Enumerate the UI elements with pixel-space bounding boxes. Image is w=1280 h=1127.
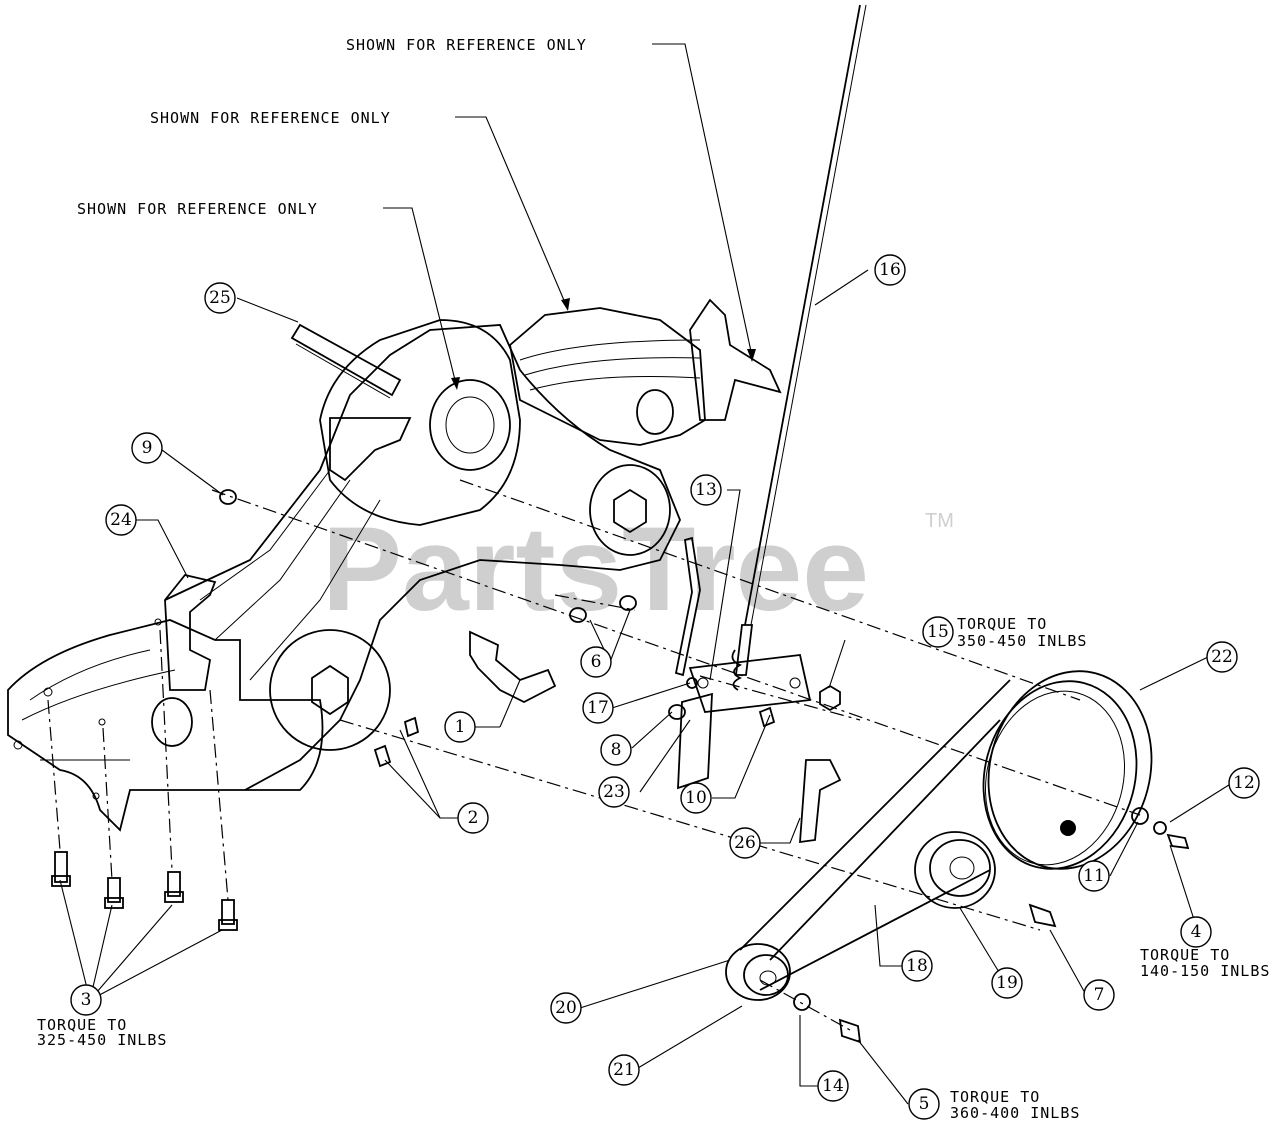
watermark-trademark: TM <box>925 510 954 532</box>
svg-text:15: 15 <box>927 622 949 642</box>
bracket-26 <box>799 759 842 844</box>
torque-note-5-line2: 360-400 INLBS <box>950 1104 1080 1122</box>
bracket-1 <box>469 630 557 704</box>
svg-text:2: 2 <box>468 808 479 828</box>
control-cable-16 <box>744 4 861 626</box>
screw-2b <box>373 744 392 768</box>
callout-3: 3 <box>70 984 102 1016</box>
callout-18: 18 <box>901 950 933 982</box>
nut-9 <box>219 489 237 505</box>
callout-14: 14 <box>817 1070 849 1102</box>
svg-text:16: 16 <box>879 260 901 280</box>
bolt-10 <box>758 706 776 728</box>
reference-note-2: SHOWN FOR REFERENCE ONLY <box>150 109 391 127</box>
reference-note-1: SHOWN FOR REFERENCE ONLY <box>346 36 587 54</box>
torque-note-3-line1: TORQUE TO <box>37 1016 127 1034</box>
rod-13 <box>674 536 701 677</box>
svg-text:24: 24 <box>110 510 132 530</box>
washer-14 <box>793 993 811 1011</box>
svg-text:18: 18 <box>906 956 928 976</box>
torque-note-4-line2: 140-150 INLBS <box>1140 962 1270 980</box>
callout-5: 5 <box>908 1088 940 1120</box>
torque-note-15-line2: 350-450 INLBS <box>957 632 1087 650</box>
svg-text:13: 13 <box>695 480 717 500</box>
pulley-20 <box>725 943 791 1001</box>
callout-20: 20 <box>550 992 582 1024</box>
reference-note-3: SHOWN FOR REFERENCE ONLY <box>77 200 318 218</box>
washer-17 <box>686 677 698 689</box>
svg-text:9: 9 <box>142 438 153 458</box>
svg-text:25: 25 <box>209 288 231 308</box>
screw-2a <box>403 716 420 738</box>
svg-text:12: 12 <box>1233 773 1255 793</box>
svg-text:20: 20 <box>555 998 577 1018</box>
bolt-4 <box>1166 833 1190 850</box>
callout-19: 19 <box>991 967 1023 999</box>
svg-text:10: 10 <box>685 788 707 808</box>
callout-24: 24 <box>105 504 137 536</box>
belt-18 <box>739 679 1011 991</box>
svg-text:21: 21 <box>613 1060 635 1080</box>
callout-2: 2 <box>457 802 489 834</box>
callout-9: 9 <box>131 432 163 464</box>
svg-text:26: 26 <box>734 833 756 853</box>
leader-lines <box>59 269 1233 1105</box>
svg-text:22: 22 <box>1211 647 1233 667</box>
callout-1: 1 <box>444 711 476 743</box>
svg-text:19: 19 <box>996 973 1018 993</box>
transmission-housing <box>7 298 782 832</box>
callout-6: 6 <box>580 646 612 678</box>
bolt-set-3 <box>51 851 238 931</box>
callout-25: 25 <box>204 282 236 314</box>
svg-text:6: 6 <box>591 652 602 672</box>
callout-13: 13 <box>690 474 722 506</box>
bolt-5 <box>838 1018 862 1044</box>
callout-16: 16 <box>874 254 906 286</box>
nut-8 <box>668 704 686 720</box>
svg-text:5: 5 <box>919 1094 930 1114</box>
svg-text:14: 14 <box>822 1076 844 1096</box>
torque-note-3-line2: 325-450 INLBS <box>37 1031 167 1049</box>
callout-11: 11 <box>1078 860 1110 892</box>
svg-text:3: 3 <box>81 990 92 1010</box>
svg-text:8: 8 <box>611 740 622 760</box>
svg-text:1: 1 <box>455 717 466 737</box>
callout-22: 22 <box>1206 641 1238 673</box>
svg-text:23: 23 <box>603 782 625 802</box>
callout-23: 23 <box>598 776 630 808</box>
washer-12 <box>1153 821 1167 835</box>
washer-11 <box>1131 807 1149 825</box>
bolt-7 <box>1028 903 1057 928</box>
callout-15: 15 <box>922 616 954 648</box>
pulley-19 <box>914 831 996 909</box>
callout-7: 7 <box>1083 979 1115 1011</box>
callout-12: 12 <box>1228 767 1260 799</box>
callout-17: 17 <box>582 692 614 724</box>
bracket-23 <box>677 692 713 790</box>
nut-6a <box>569 607 587 623</box>
callout-26: 26 <box>729 827 761 859</box>
pulley-22 <box>982 670 1153 870</box>
svg-text:17: 17 <box>587 698 609 718</box>
torque-note-15-line1: TORQUE TO <box>957 615 1047 633</box>
callout-10: 10 <box>680 782 712 814</box>
callout-4: 4 <box>1180 916 1212 948</box>
svg-text:4: 4 <box>1191 922 1202 942</box>
torque-note-4-line1: TORQUE TO <box>1140 946 1230 964</box>
callout-21: 21 <box>608 1054 640 1086</box>
torque-note-5-line1: TORQUE TO <box>950 1088 1040 1106</box>
svg-text:11: 11 <box>1083 866 1105 886</box>
callout-8: 8 <box>600 734 632 766</box>
svg-text:7: 7 <box>1094 985 1105 1005</box>
nut-6b <box>619 595 637 611</box>
